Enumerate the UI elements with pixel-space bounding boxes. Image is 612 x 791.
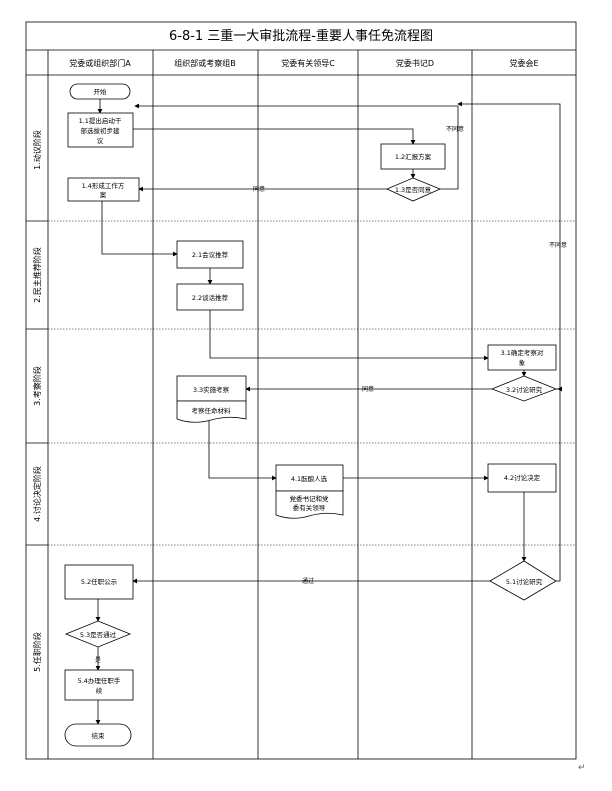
edge-3-3-to-4-1 <box>208 421 277 481</box>
lane-header-c: 党委有关领导C <box>281 58 335 68</box>
node-5-3-label: 5.3是否通过 <box>80 630 117 639</box>
node-1-2-label: 1.2汇报方案 <box>395 152 432 161</box>
node-5-4-line-1: 5.4办理任职手 <box>78 676 121 685</box>
node-5-1-label: 5.1讨论研究 <box>506 577 543 586</box>
node-3-1 <box>487 344 557 371</box>
edge-2-2-to-3-1 <box>209 310 489 361</box>
lane-header-a: 党委或组织部门A <box>69 58 131 68</box>
chart-title: 6-8-1 三重一大审批流程-重要人事任免流程图 <box>169 28 433 44</box>
node-1-4 <box>67 177 140 202</box>
edge-1-1-to-1-2 <box>133 128 416 145</box>
edge-1-4-to-2-1 <box>101 201 178 257</box>
node-start-label: 开始 <box>94 87 108 96</box>
node-3-3-document-label: 考察任命材料 <box>192 406 232 415</box>
node-4-1-document-line-1: 党委书记和党 <box>290 494 330 503</box>
node-5-4 <box>64 669 134 701</box>
node-3-3-label: 3.3实施考察 <box>193 385 230 394</box>
node-1-3-label: 1.3是否同意 <box>395 185 432 194</box>
phase-label-1: 1.动议阶段 <box>32 130 42 170</box>
node-5-2-label: 5.2任职公示 <box>81 577 118 586</box>
node-2-1 <box>176 240 244 269</box>
node-3-2-decision <box>490 375 558 402</box>
node-3-1-line-2: 象 <box>519 358 526 367</box>
return-mark: ↵ <box>578 763 586 773</box>
node-1-1-line-2: 部选拔初步建 <box>81 126 121 135</box>
edge-label-pass: 通过 <box>302 577 314 585</box>
edge-1-3-disagree-loop <box>134 103 459 190</box>
node-end <box>64 723 132 747</box>
node-1-1-line-1: 1.1提出启动干 <box>79 116 122 125</box>
phase-label-3: 3.考察阶段 <box>32 366 42 406</box>
phase-label-2: 2.民主推荐阶段 <box>32 247 42 303</box>
node-5-3-decision <box>64 620 132 648</box>
edge-label-agree-e: 同意 <box>362 385 374 393</box>
node-4-1-document <box>275 490 344 519</box>
phase-label-4: 4.讨论决定阶段 <box>32 466 42 522</box>
node-1-1-line-3: 议 <box>97 137 104 145</box>
node-4-1-label: 4.1酝酿人选 <box>291 474 328 483</box>
node-1-2 <box>380 143 446 170</box>
chart-frame <box>25 21 577 760</box>
node-3-3-document <box>176 400 247 423</box>
node-4-2 <box>487 463 557 493</box>
node-end-label: 结束 <box>92 731 106 740</box>
node-5-4-line-2: 续 <box>96 686 103 695</box>
lane-header-b: 组织部或考察组B <box>174 58 236 68</box>
node-1-4-line-1: 1.4形成工作方 <box>82 181 125 190</box>
node-2-2 <box>176 283 244 311</box>
node-1-4-line-2: 案 <box>100 190 107 199</box>
node-3-1-line-1: 3.1确定考察对 <box>501 348 544 357</box>
edge-label-disagree-e: 不同意 <box>549 241 567 249</box>
node-2-2-label: 2.2谈话推荐 <box>192 293 229 302</box>
lane-header-d: 党委书记D <box>396 58 434 68</box>
node-5-2 <box>64 564 134 600</box>
node-1-1 <box>67 112 134 148</box>
node-3-2-label: 3.2讨论研究 <box>506 385 543 394</box>
node-4-1 <box>275 464 344 492</box>
node-4-2-label: 4.2讨论决定 <box>504 473 541 482</box>
node-1-3-decision <box>386 177 442 202</box>
node-5-1-decision <box>489 560 557 601</box>
lane-header-e: 党委会E <box>509 58 538 68</box>
edge-label-agree-d: 同意 <box>253 185 265 193</box>
node-4-1-document-line-2: 委有关领导 <box>293 503 326 512</box>
node-start <box>69 83 131 100</box>
node-2-1-label: 2.1会议推荐 <box>192 250 229 259</box>
edge-label-disagree-d: 不同意 <box>446 125 464 133</box>
edge-label-yes: 是 <box>95 657 101 664</box>
phase-label-5: 5.任职阶段 <box>32 632 42 672</box>
edge-5-1-disagree-return <box>556 386 562 582</box>
